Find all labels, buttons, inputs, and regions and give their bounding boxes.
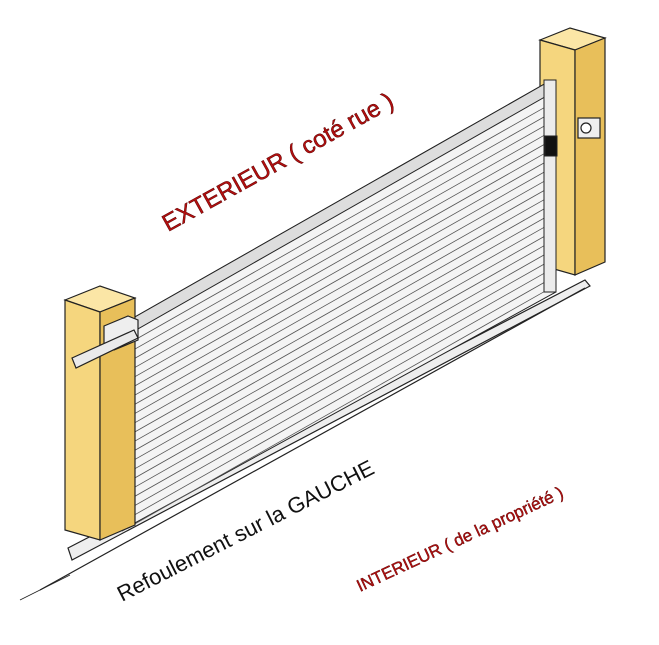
gate-slat — [121, 244, 546, 486]
gate-slat — [121, 180, 546, 422]
interior-label: INTERIEUR ( de la propriété ) — [354, 483, 567, 596]
gate-slat — [121, 198, 546, 440]
gate-slat — [121, 208, 546, 449]
left-post — [63, 285, 139, 541]
gate-slat — [121, 281, 546, 523]
gate-slat — [121, 134, 546, 376]
gate-slat — [121, 226, 546, 468]
guide-roller-icon — [577, 117, 601, 139]
gate-slat — [121, 235, 546, 477]
gate-slat — [121, 272, 546, 514]
gate-slat — [121, 152, 546, 394]
gate-slat — [121, 125, 546, 366]
gate-slat — [121, 171, 546, 412]
gate-slat — [121, 290, 546, 532]
gate-slat — [121, 189, 546, 431]
gate-slat — [121, 116, 546, 357]
gate-slat — [121, 162, 546, 403]
gate-slat — [121, 143, 546, 385]
gate-panel — [111, 79, 558, 532]
gate-slat — [121, 217, 546, 458]
guide-bracket-icon — [71, 315, 139, 369]
gate-slat — [121, 106, 546, 348]
gate-slat — [121, 254, 546, 495]
gate-slat — [121, 263, 546, 504]
lock-icon — [544, 135, 558, 157]
